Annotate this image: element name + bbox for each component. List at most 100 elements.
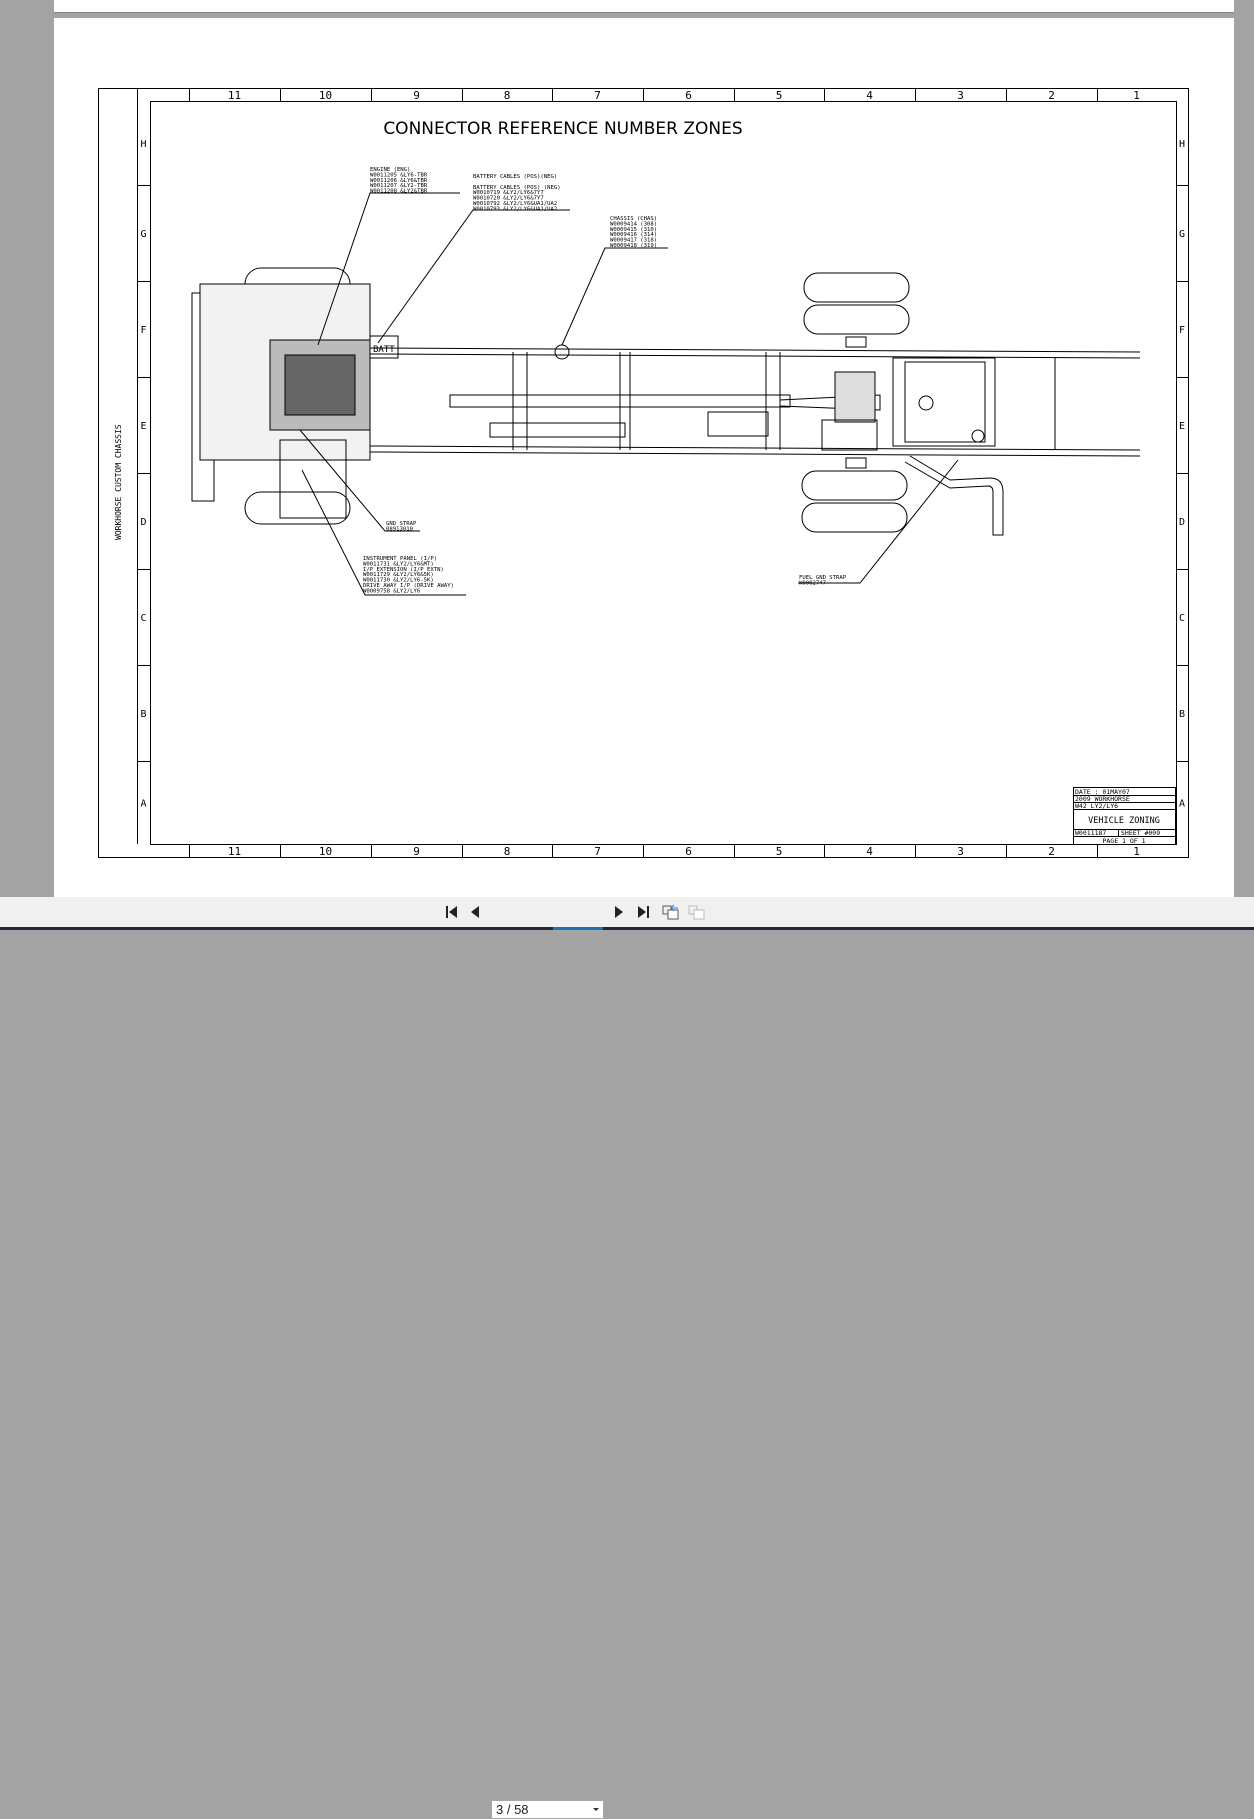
- callout-battery-line: W0010793 &LY2/LY6&UA1/UA2: [473, 206, 557, 212]
- next-view-button[interactable]: [687, 904, 707, 920]
- column-label: 1: [1133, 845, 1140, 858]
- batt-label: BATT: [373, 345, 395, 355]
- title-block-name: VEHICLE ZONING: [1088, 816, 1160, 826]
- column-label: 9: [413, 89, 420, 102]
- column-label: 1: [1133, 89, 1140, 102]
- callout-chassis-line: W0009418 (319): [610, 243, 657, 249]
- callout-instrument-panel-line: W0011729 &LY2/LY6&5K): [363, 572, 434, 578]
- row-label: B: [1179, 709, 1185, 720]
- row-label: E: [1179, 421, 1185, 432]
- next-page-button[interactable]: [612, 904, 626, 920]
- row-label: C: [1179, 613, 1185, 624]
- page-number-value: 3 / 58: [496, 1802, 529, 1817]
- callout-chassis-line: W0009415 (310): [610, 227, 657, 233]
- row-label: C: [140, 613, 146, 624]
- title-block-model: W42 LY2/LY6: [1075, 802, 1118, 810]
- column-label: 4: [866, 89, 873, 102]
- title-block: [1073, 787, 1176, 845]
- column-label: 9: [413, 845, 420, 858]
- row-label: A: [1179, 799, 1185, 810]
- inner-border: [150, 101, 1177, 845]
- row-label: G: [140, 229, 146, 240]
- last-page-icon: [638, 906, 649, 918]
- column-label: 7: [594, 89, 601, 102]
- row-label: H: [140, 139, 146, 150]
- page-number-select[interactable]: 3 / 58: [491, 1800, 604, 1819]
- column-label: 6: [685, 89, 692, 102]
- callout-gnd-strap-line: 08913010: [386, 526, 413, 532]
- callout-instrument-panel-line: W0011731 &LY2/LY6&MT): [363, 561, 434, 567]
- callout-chassis-line: W0009414 (308): [610, 221, 657, 227]
- column-label: 10: [319, 89, 332, 102]
- dropdown-caret-icon: [593, 1808, 599, 1811]
- previous-view-button[interactable]: [661, 904, 681, 920]
- column-label: 11: [228, 89, 241, 102]
- taskbar-edge: [0, 927, 1254, 930]
- first-page-icon: [446, 906, 457, 918]
- row-label: H: [1179, 139, 1185, 150]
- callout-instrument-panel-line: I/P EXTENSION (I/P EXTN): [363, 567, 444, 573]
- callout-chassis-line: CHASSIS (CHAS): [610, 216, 657, 222]
- title-block-page: PAGE 1 OF 1: [1102, 837, 1145, 845]
- column-label: 2: [1048, 89, 1055, 102]
- previous-view-icon: [662, 904, 679, 920]
- side-label: WORKHORSE CUSTOM CHASSIS: [114, 424, 123, 540]
- callout-chassis-line: W0009416 (314): [610, 232, 657, 238]
- pdf-toolbar: 3 / 58: [0, 897, 1254, 1819]
- row-label: D: [140, 517, 146, 528]
- previous-page-icon: [471, 906, 479, 918]
- title-block-year: 2009 WORKHORSE: [1075, 795, 1130, 803]
- next-view-icon: [688, 905, 705, 920]
- first-page-button[interactable]: [444, 904, 460, 920]
- callout-engine-line: W0011208 &LY2&TBR: [370, 189, 428, 195]
- callout-instrument-panel-line: W0009758 &LY2/LY6: [363, 588, 420, 594]
- callout-instrument-panel-line: INSTRUMENT PANEL (I/P): [363, 556, 437, 562]
- callout-chassis-line: W0009417 (318): [610, 238, 657, 244]
- column-label: 4: [866, 845, 873, 858]
- callout-instrument-panel-line: DRIVE AWAY I/P (DRIVE AWAY): [363, 583, 454, 589]
- callout-engine-line: W0011207 &LY2-TBR: [370, 183, 428, 189]
- callout-battery-line: BATTERY CABLES (POS)(NEG): [473, 174, 557, 180]
- row-label: B: [140, 709, 146, 720]
- title-block-date: DATE : 01MAY07: [1075, 788, 1130, 796]
- column-label: 8: [504, 845, 511, 858]
- previous-page-edge: [54, 0, 1234, 13]
- previous-page-button[interactable]: [468, 904, 482, 920]
- row-label: E: [140, 421, 146, 432]
- column-label: 7: [594, 845, 601, 858]
- callout-fuel-gnd-strap-line: W0002747: [799, 580, 826, 586]
- callout-gnd-strap-line: GND STRAP: [386, 521, 417, 527]
- column-label: 5: [776, 89, 783, 102]
- next-page-icon: [615, 906, 623, 918]
- leader-lines: [299, 192, 959, 596]
- row-label: F: [140, 325, 146, 336]
- column-label: 10: [319, 845, 332, 858]
- column-label: 3: [957, 845, 964, 858]
- column-label: 11: [228, 845, 241, 858]
- callout-instrument-panel-line: W0011730 &LY2/LY6-5K): [363, 578, 434, 584]
- drawing-title: CONNECTOR REFERENCE NUMBER ZONES: [383, 119, 742, 139]
- callout-battery-line: BATTERY CABLES (POS) (NEG): [473, 185, 561, 191]
- row-label: D: [1179, 517, 1185, 528]
- column-label: 3: [957, 89, 964, 102]
- callout-engine-line: ENGINE (ENG): [370, 167, 410, 173]
- title-block-number: W0011187: [1075, 829, 1106, 837]
- column-label: 2: [1048, 845, 1055, 858]
- title-block-sheet: SHEET #009: [1121, 829, 1160, 837]
- column-label: 6: [685, 845, 692, 858]
- callout-engine-line: W0011205 &LY6-TBR: [370, 172, 428, 178]
- column-label: 8: [504, 89, 511, 102]
- outer-border: [98, 88, 1189, 858]
- callout-battery-line: W0010792 &LY2/LY6&UA1/UA2: [473, 201, 557, 207]
- callout-fuel-gnd-strap-line: FUEL GND STRAP: [799, 575, 847, 581]
- last-page-button[interactable]: [635, 904, 651, 920]
- callout-battery-line: W0010719 &LY2/LY6&7Y7: [473, 190, 544, 196]
- callout-battery-line: W0010720 &LY2/LY6&7Y7: [473, 196, 544, 202]
- column-label: 5: [776, 845, 783, 858]
- row-label: F: [1179, 325, 1185, 336]
- row-label: A: [140, 799, 146, 810]
- callout-engine-line: W0011206 &LY6&TBR: [370, 178, 428, 184]
- chassis-illustration: [191, 267, 1141, 536]
